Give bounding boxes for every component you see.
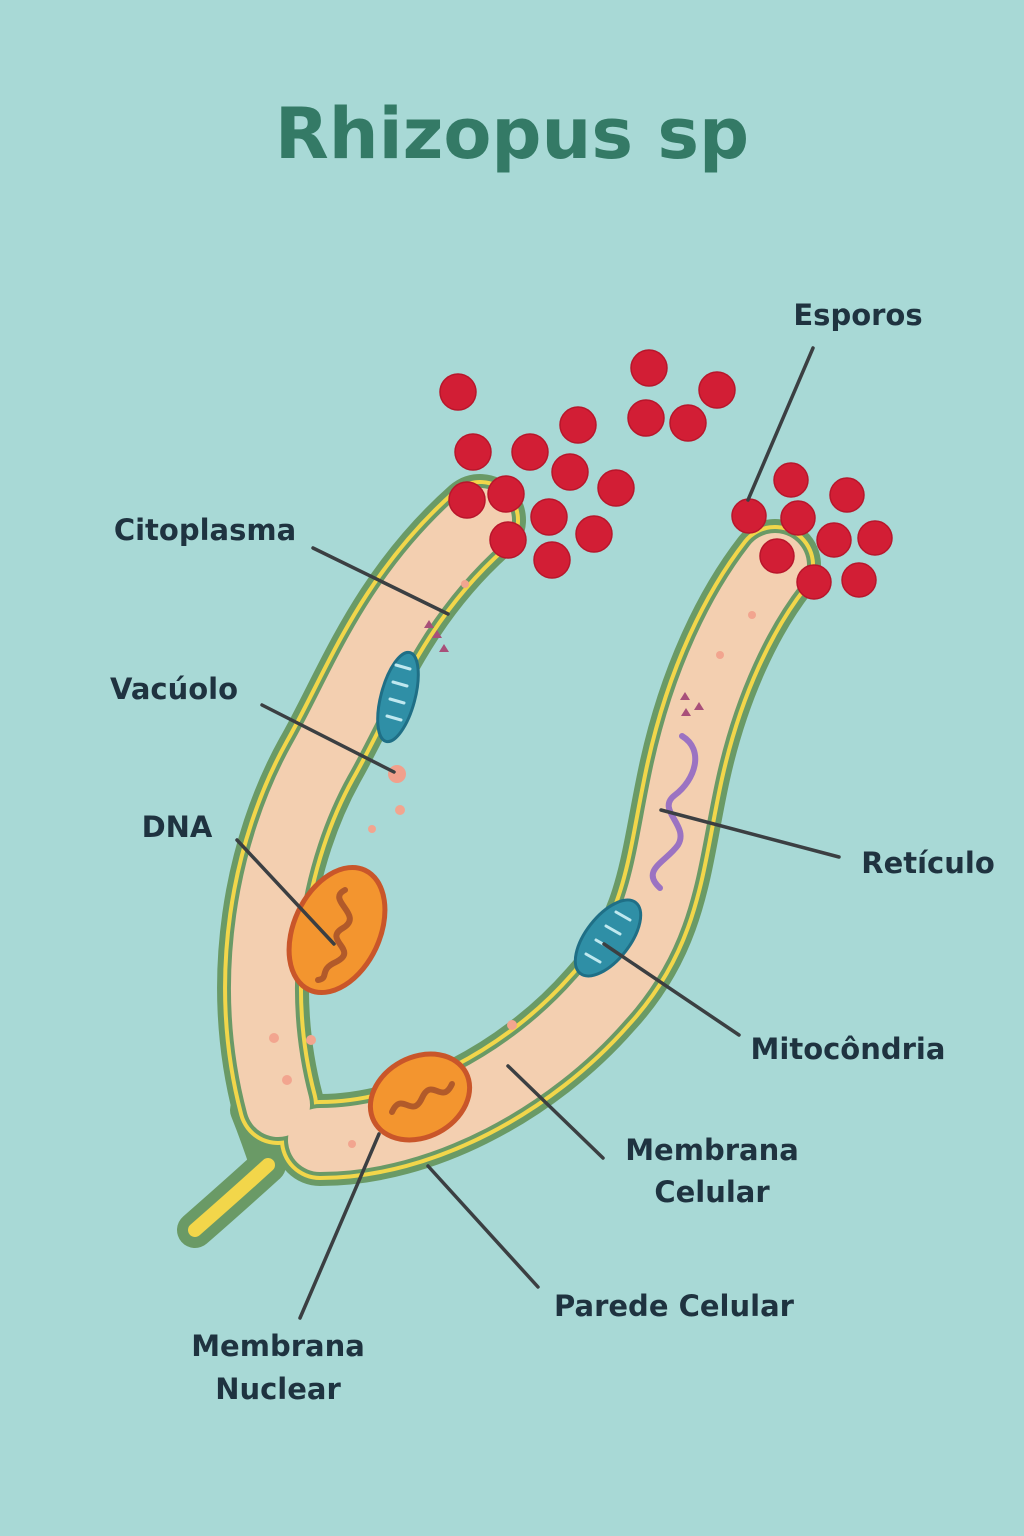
spore (448, 481, 486, 519)
mitochondria-left (376, 650, 420, 744)
label-vacuolo: Vacúolo (110, 672, 238, 706)
spore (630, 349, 668, 387)
page-title: Rhizopus sp (275, 93, 749, 175)
spore (454, 433, 492, 471)
leader-esporos (746, 346, 815, 502)
label-parede-celular: Parede Celular (554, 1289, 795, 1323)
spore (627, 399, 665, 437)
cell-membrane-stem (188, 1158, 275, 1237)
spore (487, 475, 525, 513)
label-dna: DNA (142, 810, 213, 844)
spore (489, 521, 527, 559)
leader-vacuolo (260, 703, 396, 774)
spore (551, 453, 589, 491)
leader-lines (235, 346, 841, 1320)
dna-strand-right (389, 1081, 455, 1115)
spores (439, 349, 893, 600)
spore (841, 562, 877, 598)
organelles (269, 580, 756, 1148)
spore (439, 373, 477, 411)
spore (731, 498, 767, 534)
spore (857, 520, 893, 556)
label-membrana-nuclear-line2: Nuclear (215, 1372, 341, 1406)
leader-membrana-nuclear (298, 1132, 381, 1320)
leader-mitocondria (602, 942, 741, 1037)
spore (575, 515, 613, 553)
spore (816, 522, 852, 558)
spore (530, 498, 568, 536)
spore (511, 433, 549, 471)
spore (559, 406, 597, 444)
leader-reticulo (659, 808, 841, 859)
hyphae (177, 474, 821, 1248)
label-citoplasma: Citoplasma (114, 513, 296, 547)
spore (669, 404, 707, 442)
granules (269, 580, 756, 1148)
dna-strand-left (315, 887, 353, 983)
vacuole (388, 765, 406, 783)
leader-dna (235, 838, 336, 946)
labels: Esporos Citoplasma Vacúolo DNA Retículo … (110, 298, 995, 1406)
leader-membrana-celular (506, 1064, 605, 1160)
label-membrana-celular-line2: Celular (654, 1175, 770, 1209)
spore (796, 564, 832, 600)
label-membrana-celular-line1: Membrana (625, 1133, 799, 1167)
reticulum-strand (649, 733, 699, 891)
nucleus-left (286, 864, 388, 996)
spore (780, 500, 816, 536)
label-mitocondria: Mitocôndria (751, 1032, 946, 1066)
cytoplasm-left (231, 488, 512, 1137)
spore (773, 462, 809, 498)
label-reticulo: Retículo (861, 846, 995, 880)
spore (829, 477, 865, 513)
nucleus-right (367, 1051, 473, 1143)
spore (759, 538, 795, 574)
leader-citoplasma (311, 546, 450, 616)
label-membrana-nuclear-line1: Membrana (191, 1329, 365, 1363)
spore (597, 469, 635, 507)
label-esporos: Esporos (793, 298, 922, 332)
mitochondria-right (573, 898, 643, 978)
spore (533, 541, 571, 579)
spore (698, 371, 736, 409)
leader-parede-celular (426, 1164, 540, 1289)
